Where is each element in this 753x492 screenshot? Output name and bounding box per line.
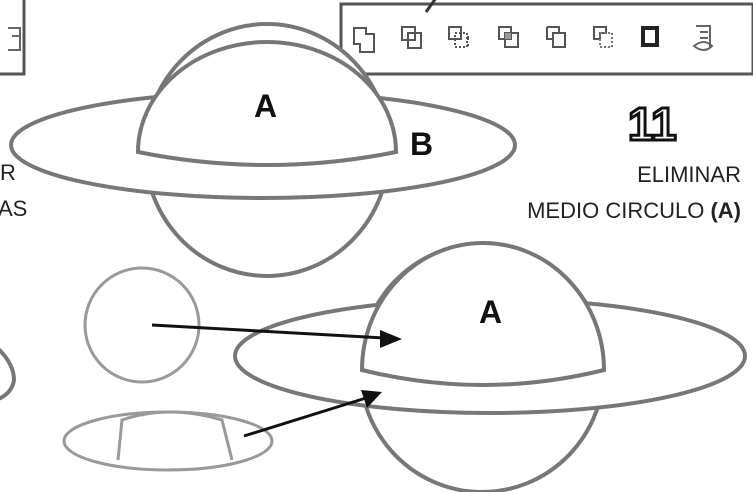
simplify-icon[interactable] [498,26,519,48]
left-partial-line-1: R [0,160,16,185]
weld-icon[interactable] [353,27,375,53]
intersect-icon[interactable] [448,26,469,48]
top-ring-label: B [410,126,434,162]
small-ring-piece [62,410,274,472]
align-icon[interactable] [692,25,714,51]
instruction-line-1: ELIMINAR [637,162,741,187]
step-number-11: 11 [627,97,679,152]
create-boundary-icon[interactable] [641,26,659,47]
step-number: 11 [628,98,677,150]
top-sphere-label: A [254,88,278,124]
arrow-ring-to-planet-ring [243,390,382,438]
shaping-toolbar [339,0,753,76]
instruction-line-2-bold: (A) [710,198,741,223]
top-planet [9,22,517,278]
arrow-circle-to-sphere [151,323,402,348]
bottom-planet [233,241,747,492]
bottom-sphere-label: A [479,294,503,330]
instruction-line-2: MEDIO CIRCULO (A) [527,198,741,224]
front-minus-back-icon[interactable] [546,26,566,48]
left-panel-fragment [0,0,26,76]
left-partial-line-2: AS [0,196,28,221]
instruction-line-2-text: MEDIO CIRCULO [527,198,711,223]
trim-icon[interactable] [401,26,422,49]
left-cropped-arc [0,347,17,401]
back-minus-front-icon[interactable] [593,26,613,48]
small-circle [83,266,201,384]
